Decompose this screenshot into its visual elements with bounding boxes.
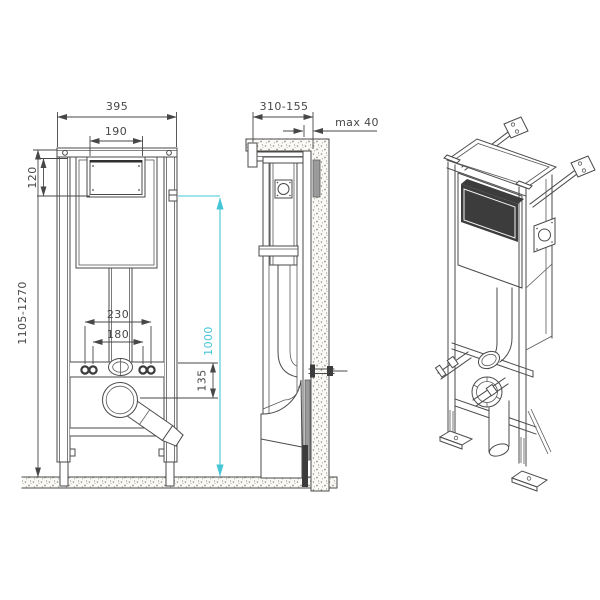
mounting-studs-upper <box>434 351 472 380</box>
access-panel <box>86 156 146 198</box>
dim-flush-height: 1000 <box>178 195 224 477</box>
flush-pipe-side <box>277 264 298 378</box>
drain-socket <box>102 382 138 418</box>
frame-posts-iso <box>443 154 533 467</box>
floor-section <box>21 476 338 489</box>
wc-mounting-bolts <box>80 365 156 375</box>
dim-wall-clearance: max 40 <box>283 116 379 137</box>
dim-drain-offset: 135 <box>140 362 218 399</box>
flush-pipe-front <box>108 267 133 362</box>
ceiling-section <box>245 138 330 152</box>
drain-bend-side <box>260 379 303 479</box>
frame-rails-front <box>56 156 178 463</box>
cistern-iso <box>457 172 524 289</box>
dim-access-height-label: 120 <box>26 166 39 188</box>
wall-anchor-bolt <box>308 364 348 378</box>
dim-flush-height-label: 1000 <box>202 326 215 356</box>
dim-access-width: 190 <box>89 125 143 156</box>
top-crossbar <box>56 147 178 158</box>
dim-bolt-outer: 230 <box>84 308 152 364</box>
dim-install-height-label: 1105-1270 <box>16 281 29 345</box>
dim-overall-width: 395 <box>57 100 177 147</box>
dim-bolt-outer-label: 230 <box>107 308 129 321</box>
isometric-view <box>434 116 596 492</box>
dim-drain-offset-label: 135 <box>196 369 209 391</box>
dim-overall-width-label: 395 <box>106 100 128 113</box>
drain-clamp-iso <box>471 376 509 408</box>
frame-top-face <box>445 138 558 197</box>
wall-bracket-arm-right <box>529 155 596 208</box>
dim-bolt-inner: 180 <box>92 328 144 364</box>
drain-pipe-diagonal <box>125 399 184 447</box>
water-supply-connection <box>274 179 293 199</box>
dim-depth-range-label: 310-155 <box>260 100 309 113</box>
front-view <box>56 147 184 487</box>
drain-outlet-iso <box>488 400 510 457</box>
side-view <box>245 138 348 492</box>
feet-iso <box>438 410 549 492</box>
dim-depth-range: 310-155 <box>252 100 314 149</box>
adjustable-feet-front <box>59 448 175 487</box>
wall-mount-rail-upper <box>312 159 321 198</box>
drain-pipe-vertical <box>302 445 308 487</box>
dim-bolt-inner-label: 180 <box>107 328 129 341</box>
wall-section <box>310 138 330 492</box>
flush-height-bracket <box>168 189 178 202</box>
flush-pipe-iso <box>477 287 513 370</box>
dim-access-width-label: 190 <box>105 125 127 138</box>
cistern-side-column <box>525 174 556 351</box>
mid-bracket-side <box>258 245 299 257</box>
dim-install-height: 1105-1270 <box>16 149 57 478</box>
dim-wall-clearance-label: max 40 <box>335 116 379 129</box>
dimensions: 395 190 120 1105-1270 230 <box>16 100 379 478</box>
flush-bend-oval <box>108 358 133 376</box>
